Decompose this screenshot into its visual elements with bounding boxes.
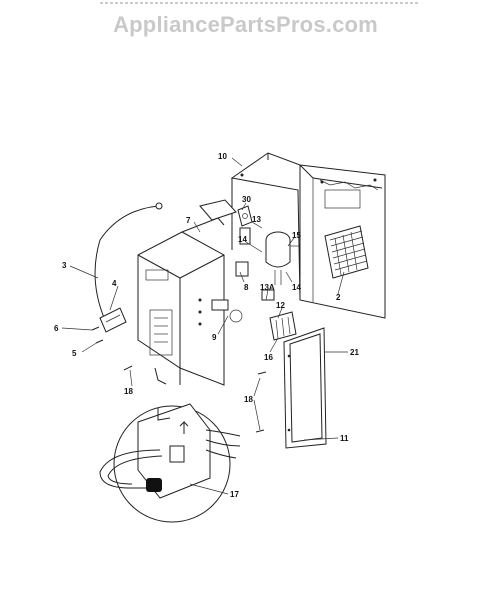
callout-18-left: 18 [124, 387, 133, 396]
callout-30: 30 [242, 195, 251, 204]
callout-7: 7 [186, 216, 191, 225]
callout-10: 10 [218, 152, 227, 161]
control-housing-part [137, 217, 225, 386]
callout-11: 11 [340, 434, 349, 443]
filter-grid-part [324, 225, 369, 279]
screw-18-parts [123, 365, 267, 433]
top-edge-artifact [100, 2, 420, 4]
ground-wire-part [94, 202, 163, 321]
callout-13: 13 [252, 215, 261, 224]
screw-5-6-parts [91, 326, 104, 344]
door-panel-part [283, 327, 327, 449]
rear-panel-assembly [230, 152, 386, 319]
terminal-strip-part [269, 311, 297, 341]
callout-9: 9 [212, 333, 217, 342]
relay-bracket-part [199, 199, 253, 245]
callout-2: 2 [336, 293, 341, 302]
watermark-text: AppliancePartsPros.com [113, 12, 378, 37]
callout-6: 6 [54, 324, 59, 333]
callout-8: 8 [244, 283, 249, 292]
callout-14-lower: 14 [292, 283, 301, 292]
callout-17: 17 [230, 490, 239, 499]
power-cord-detail-circle [99, 403, 241, 523]
callout-21: 21 [350, 348, 359, 357]
callout-labels: 10 7 30 13 14 15 14 3 4 8 13A 12 2 6 5 9… [54, 152, 359, 499]
callout-13a: 13A [260, 283, 275, 292]
callout-14-upper: 14 [238, 235, 247, 244]
callout-18-right: 18 [244, 395, 253, 404]
callout-16: 16 [264, 353, 273, 362]
compressor-part [265, 231, 300, 285]
callout-15: 15 [292, 231, 301, 240]
connector-block-part [211, 261, 275, 323]
callout-5: 5 [72, 349, 77, 358]
mounting-bracket-part [99, 307, 127, 333]
callout-12: 12 [276, 301, 285, 310]
callout-3: 3 [62, 261, 67, 270]
callout-leader-lines [61, 157, 348, 495]
callout-4: 4 [112, 279, 117, 288]
